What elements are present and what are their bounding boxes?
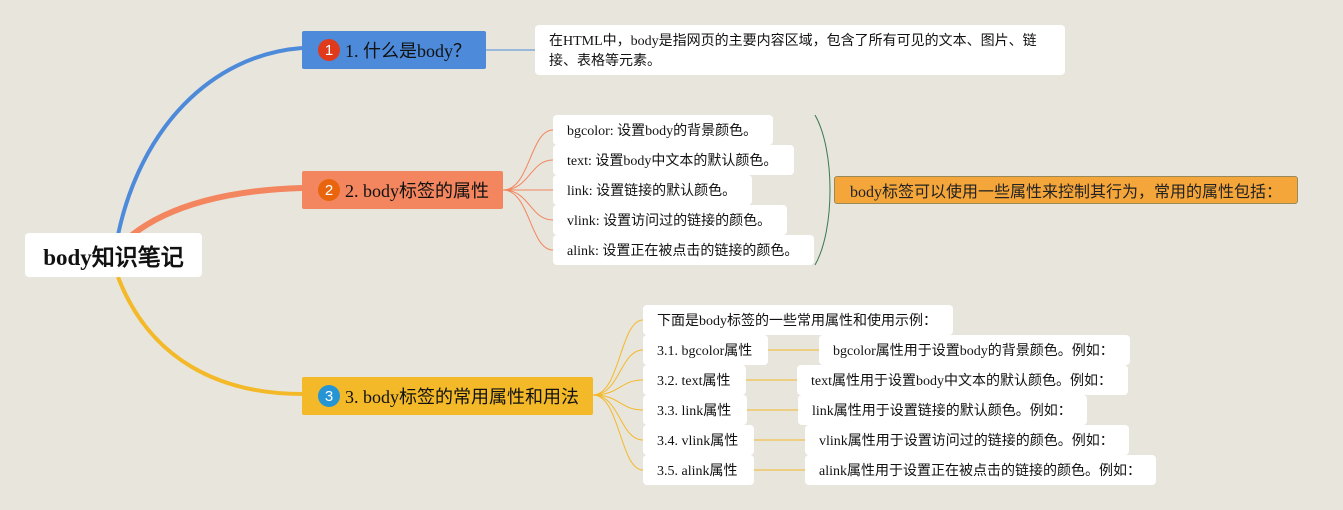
number-badge-1: 1 bbox=[318, 39, 340, 61]
leaf-text: bgcolor属性用于设置body的背景颜色。例如： bbox=[833, 344, 1114, 359]
usage-item-text[interactable]: 3.2. text属性 bbox=[643, 365, 746, 395]
leaf-text: alink: 设置正在被点击的链接的颜色。 bbox=[567, 244, 799, 259]
branch-label: 1. 什么是body？ bbox=[345, 41, 471, 61]
connector-root-branch2 bbox=[130, 185, 303, 238]
attr-vlink[interactable]: vlink: 设置访问过的链接的颜色。 bbox=[553, 205, 787, 235]
summary-attributes[interactable]: body标签可以使用一些属性来控制其行为，常用的属性包括： bbox=[834, 176, 1298, 204]
attr-alink[interactable]: alink: 设置正在被点击的链接的颜色。 bbox=[553, 235, 814, 265]
branch-what-is-body[interactable]: 1 1. 什么是body？ bbox=[302, 31, 486, 69]
leaf-text: vlink: 设置访问过的链接的颜色。 bbox=[567, 214, 772, 229]
connector-root-branch1 bbox=[116, 46, 303, 236]
leaf-text: alink属性用于设置正在被点击的链接的颜色。例如： bbox=[819, 464, 1141, 479]
usage-detail-text[interactable]: text属性用于设置body中文本的默认颜色。例如： bbox=[797, 365, 1128, 395]
usage-detail-vlink[interactable]: vlink属性用于设置访问过的链接的颜色。例如： bbox=[805, 425, 1129, 455]
leaf-text: text属性用于设置body中文本的默认颜色。例如： bbox=[811, 374, 1112, 389]
usage-item-alink[interactable]: 3.5. alink属性 bbox=[643, 455, 754, 485]
attr-link[interactable]: link: 设置链接的默认颜色。 bbox=[553, 175, 752, 205]
root-label: body知识笔记 bbox=[43, 245, 184, 270]
leaf-text: bgcolor: 设置body的背景颜色。 bbox=[567, 124, 758, 139]
usage-item-vlink[interactable]: 3.4. vlink属性 bbox=[643, 425, 754, 455]
connector-branch3-items bbox=[592, 319, 644, 471]
branch-common-usage[interactable]: 3 3. body标签的常用属性和用法 bbox=[302, 377, 593, 415]
leaf-text: 3.1. bgcolor属性 bbox=[657, 344, 753, 359]
summary-bracket bbox=[814, 114, 831, 266]
leaf-text: 3.2. text属性 bbox=[657, 374, 731, 389]
leaf-text: 3.4. vlink属性 bbox=[657, 434, 739, 449]
summary-text: body标签可以使用一些属性来控制其行为，常用的属性包括： bbox=[849, 184, 1282, 201]
attr-text[interactable]: text: 设置body中文本的默认颜色。 bbox=[553, 145, 794, 175]
connector-root-branch3 bbox=[116, 276, 303, 396]
leaf-text: 下面是body标签的一些常用属性和使用示例： bbox=[657, 314, 937, 329]
usage-detail-alink[interactable]: alink属性用于设置正在被点击的链接的颜色。例如： bbox=[805, 455, 1156, 485]
note-body-definition[interactable]: 在HTML中，body是指网页的主要内容区域，包含了所有可见的文本、图片、链接、… bbox=[535, 25, 1065, 75]
leaf-text: text: 设置body中文本的默认颜色。 bbox=[567, 154, 778, 169]
usage-item-link[interactable]: 3.3. link属性 bbox=[643, 395, 747, 425]
usage-detail-bgcolor[interactable]: bgcolor属性用于设置body的背景颜色。例如： bbox=[819, 335, 1130, 365]
connector-item-details bbox=[746, 349, 819, 471]
branch-body-attributes[interactable]: 2 2. body标签的属性 bbox=[302, 171, 503, 209]
leaf-text: link属性用于设置链接的默认颜色。例如： bbox=[812, 404, 1072, 419]
leaf-text: 3.3. link属性 bbox=[657, 404, 732, 419]
leaf-text: link: 设置链接的默认颜色。 bbox=[567, 184, 737, 199]
leaf-text: 3.5. alink属性 bbox=[657, 464, 738, 479]
usage-intro[interactable]: 下面是body标签的一些常用属性和使用示例： bbox=[643, 305, 953, 335]
leaf-text: vlink属性用于设置访问过的链接的颜色。例如： bbox=[819, 434, 1114, 449]
attr-bgcolor[interactable]: bgcolor: 设置body的背景颜色。 bbox=[553, 115, 773, 145]
note-text: 在HTML中，body是指网页的主要内容区域，包含了所有可见的文本、图片、链接、… bbox=[549, 34, 1037, 69]
root-node[interactable]: body知识笔记 bbox=[25, 233, 202, 277]
usage-item-bgcolor[interactable]: 3.1. bgcolor属性 bbox=[643, 335, 768, 365]
connector-branch2-attrs bbox=[502, 129, 554, 251]
branch-label: 2. body标签的属性 bbox=[345, 181, 489, 201]
number-badge-3: 3 bbox=[318, 385, 340, 407]
branch-label: 3. body标签的常用属性和用法 bbox=[345, 387, 579, 407]
number-badge-2: 2 bbox=[318, 179, 340, 201]
usage-detail-link[interactable]: link属性用于设置链接的默认颜色。例如： bbox=[798, 395, 1087, 425]
